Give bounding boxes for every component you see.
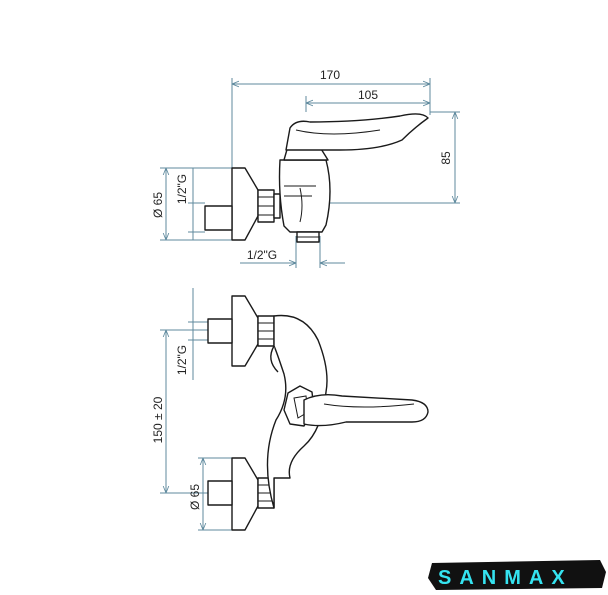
outlet-thread-label: 1/2"G — [247, 248, 277, 262]
lever-handle-side — [285, 113, 429, 151]
center-distance-label: 150 ± 20 — [151, 396, 165, 443]
wall-flange-side — [231, 167, 259, 241]
lower-wall-flange — [231, 457, 259, 531]
lower-inlet-stub — [207, 480, 233, 506]
inlet-thread-top-label: 1/2"G — [175, 345, 189, 375]
side-view: 170 105 85 Ø 65 1/2"G 1/2"G — [151, 68, 460, 268]
inlet-stub-side — [204, 205, 233, 231]
brand-logo-text: SANMAX — [438, 567, 573, 589]
flange-diameter-side-label: Ø 65 — [151, 192, 165, 218]
spout-height-label: 85 — [439, 151, 453, 165]
flange-diameter-top-label: Ø 65 — [188, 484, 202, 510]
overall-length-label: 170 — [320, 68, 340, 82]
spout-length-label: 105 — [358, 88, 378, 102]
lever-handle-top — [303, 393, 429, 427]
top-view: 1/2"G 150 ± 20 Ø 65 — [151, 288, 429, 531]
inlet-thread-side-label: 1/2"G — [175, 174, 189, 204]
upper-inlet-stub — [207, 318, 233, 344]
sanmax-logo: SANMAX — [428, 560, 606, 590]
upper-wall-flange — [231, 295, 259, 367]
